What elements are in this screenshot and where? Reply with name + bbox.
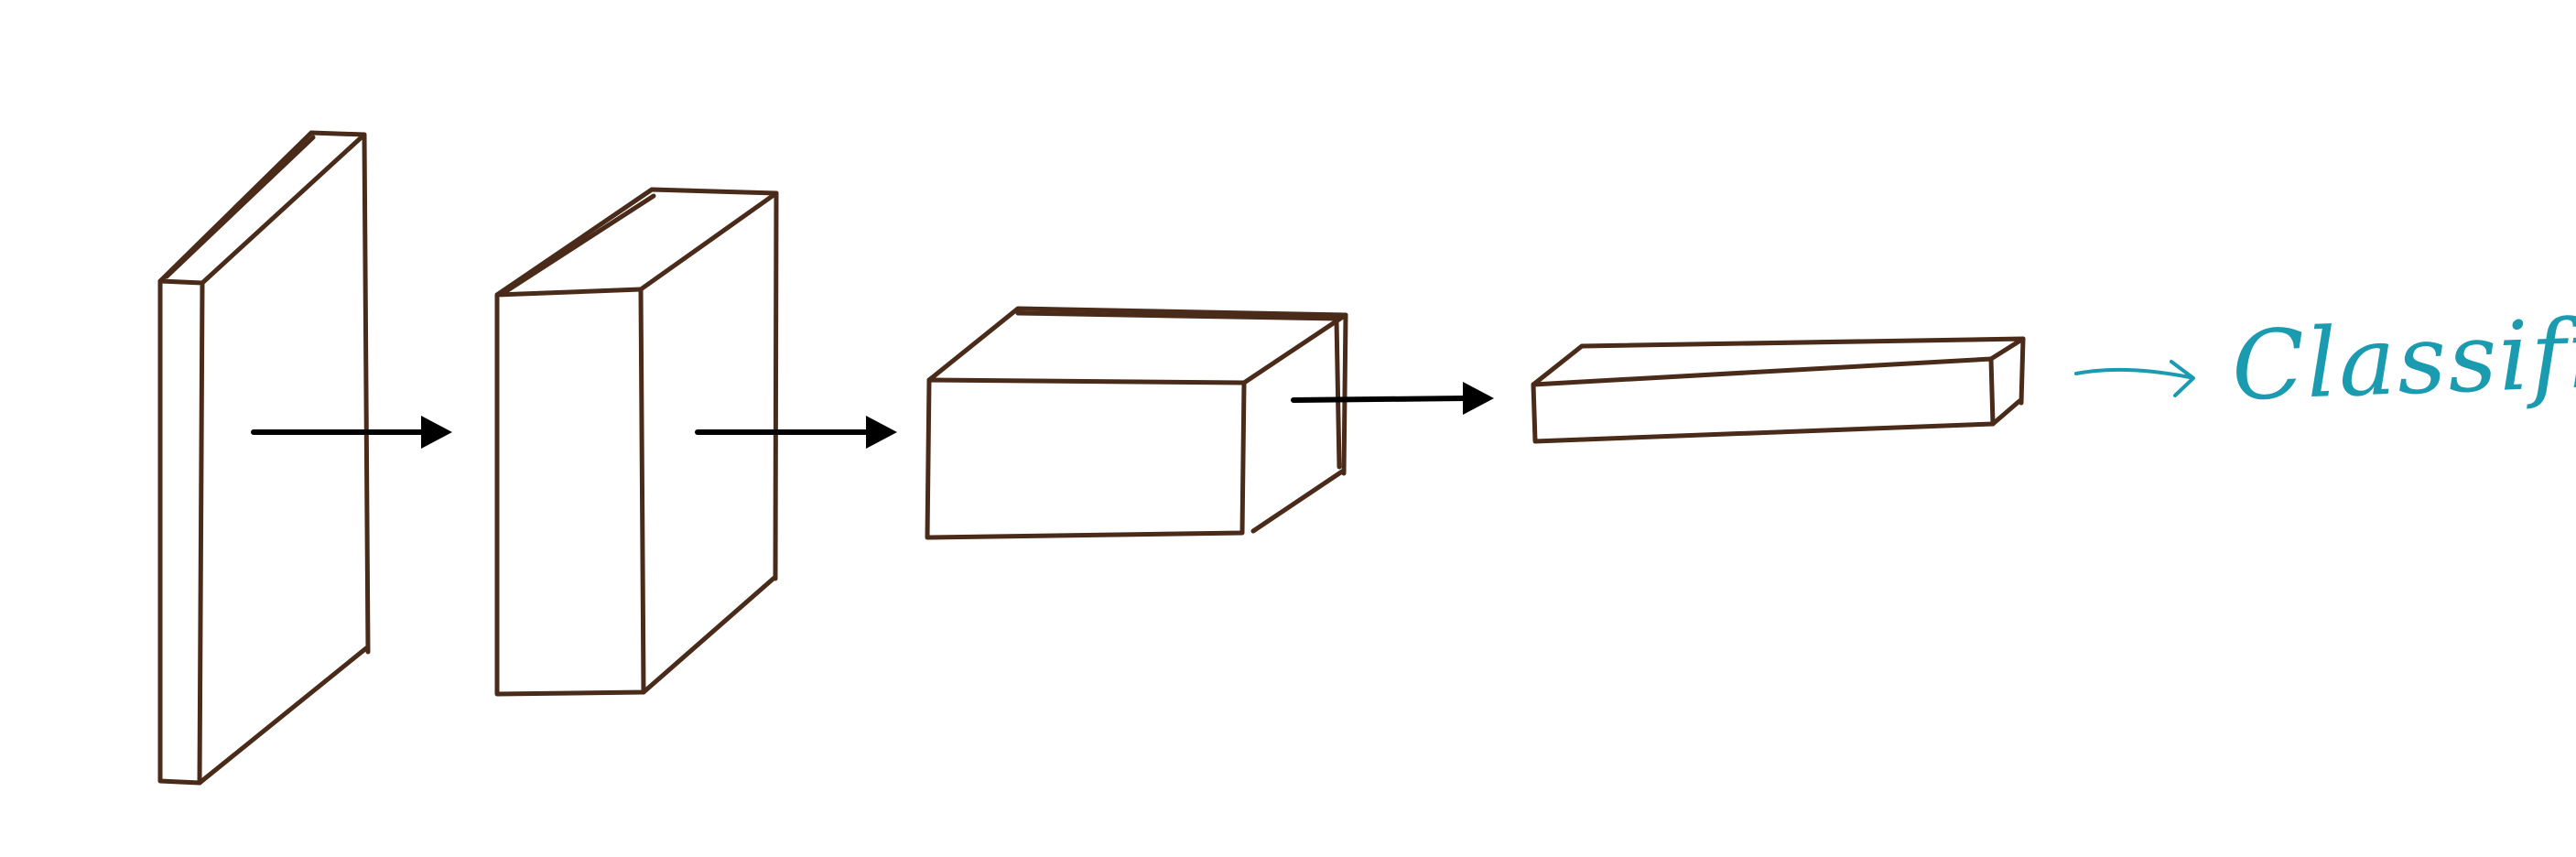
arrow-1-head bbox=[421, 416, 452, 449]
feature-map-2-top-double-stroke bbox=[503, 193, 656, 294]
feature-map-3 bbox=[925, 306, 1348, 540]
feature-map-1-front-face bbox=[157, 278, 205, 786]
arrow-2-head bbox=[866, 416, 897, 449]
classifier-label: Classifier bbox=[2229, 293, 2576, 422]
feature-map-1-top-double-stroke bbox=[164, 135, 316, 279]
feature-map-1-top-face bbox=[157, 130, 367, 286]
feature-map-1-side-edges bbox=[197, 132, 371, 786]
feature-map-3-side-edges bbox=[1250, 312, 1348, 534]
feature-map-2-front-face bbox=[494, 287, 646, 697]
feature-map-2-top-face bbox=[494, 187, 779, 298]
feature-map-3-top-double-stroke bbox=[1015, 310, 1342, 470]
arrow-3-shaft bbox=[1291, 396, 1467, 403]
arrow-1 bbox=[251, 416, 452, 449]
arrow-3-head bbox=[1463, 382, 1494, 415]
feature-map-4-top-face bbox=[1531, 336, 2026, 387]
arrow-2 bbox=[695, 416, 897, 449]
feature-map-4 bbox=[1531, 336, 2026, 444]
feature-map-3-front-face bbox=[925, 377, 1247, 540]
feature-map-1 bbox=[157, 130, 371, 786]
classifier-arrow bbox=[2074, 360, 2195, 397]
feature-map-2 bbox=[494, 187, 779, 697]
arrow-3 bbox=[1291, 382, 1494, 415]
feature-map-4-side-edges bbox=[1990, 336, 2026, 427]
feature-map-4-front-face bbox=[1531, 356, 1996, 444]
feature-map-2-side-edges bbox=[641, 190, 779, 695]
feature-map-3-top-face bbox=[926, 306, 1348, 385]
